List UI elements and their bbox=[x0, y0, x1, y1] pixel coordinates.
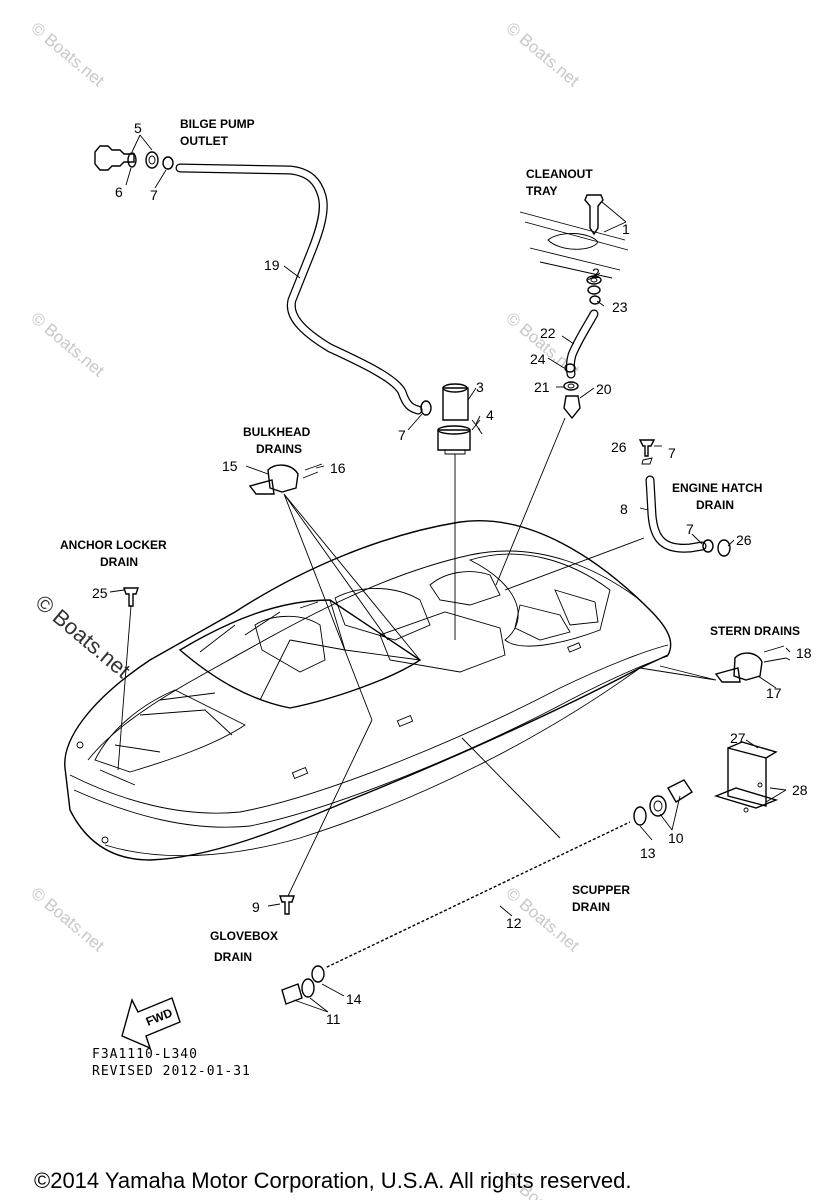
callout-8: 8 bbox=[620, 501, 628, 517]
callout-7: 7 bbox=[686, 521, 694, 537]
watermark-large: © Boats.net bbox=[31, 590, 135, 683]
bracket-assembly bbox=[713, 741, 779, 813]
callout-7: 7 bbox=[668, 445, 676, 461]
leader-lines bbox=[109, 134, 791, 1013]
callout-21: 21 bbox=[534, 379, 550, 395]
anchor-locker-drain-label-line1: ANCHOR LOCKER bbox=[60, 538, 167, 552]
watermark: © Boats.net bbox=[27, 884, 108, 956]
anchor-locker-drain-label-line2: DRAIN bbox=[100, 555, 138, 569]
callout-26: 26 bbox=[611, 439, 627, 455]
callout-28: 28 bbox=[792, 782, 808, 798]
engine-hatch-drain-assembly bbox=[638, 439, 731, 557]
bilge-pump-outlet-assembly bbox=[94, 145, 483, 455]
bilge-pump-outlet-label-line1: BILGE PUMP bbox=[180, 117, 255, 131]
watermark: © Boats.net bbox=[502, 19, 583, 91]
glovebox-drain-label-line1: GLOVEBOX bbox=[210, 929, 278, 943]
boat-hull bbox=[64, 520, 672, 861]
callout-numbers: 5 6 7 19 3 4 7 1 2 23 22 24 21 20 15 16 … bbox=[92, 120, 812, 1027]
forward-arrow-icon: FWD bbox=[121, 997, 181, 1050]
engine-hatch-drain-label-line2: DRAIN bbox=[696, 498, 734, 512]
bulkhead-drains-label-line1: BULKHEAD bbox=[243, 425, 311, 439]
callout-5: 5 bbox=[134, 120, 142, 136]
callout-11: 11 bbox=[326, 1011, 341, 1027]
drawing-code: F3A1110-L340 bbox=[92, 1047, 198, 1062]
cleanout-tray-label-line1: CLEANOUT bbox=[526, 167, 593, 181]
stern-drains-label: STERN DRAINS bbox=[710, 624, 800, 638]
callout-17: 17 bbox=[766, 685, 782, 701]
callout-2: 2 bbox=[592, 265, 600, 281]
cleanout-tray-assembly bbox=[519, 194, 629, 420]
scupper-drain-label-line1: SCUPPER bbox=[572, 883, 630, 897]
watermark-layer: © Boats.net © Boats.net © Boats.net © Bo… bbox=[27, 19, 583, 1200]
callout-6: 6 bbox=[115, 184, 123, 200]
callout-19: 19 bbox=[264, 257, 280, 273]
callout-9: 9 bbox=[252, 899, 260, 915]
callout-18: 18 bbox=[796, 645, 812, 661]
watermark: © Boats.net bbox=[27, 309, 108, 381]
callout-20: 20 bbox=[596, 381, 612, 397]
section-labels: BILGE PUMP OUTLET CLEANOUT TRAY BULKHEAD… bbox=[60, 117, 800, 964]
callout-14: 14 bbox=[346, 991, 362, 1007]
callout-1: 1 bbox=[622, 221, 630, 237]
callout-26: 26 bbox=[736, 532, 752, 548]
callout-27: 27 bbox=[730, 730, 746, 746]
stern-drain-assembly bbox=[714, 645, 787, 683]
scupper-drain-label-line2: DRAIN bbox=[572, 900, 610, 914]
revision-date: REVISED 2012-01-31 bbox=[92, 1064, 251, 1079]
watermark: © Boats.net bbox=[27, 19, 108, 91]
cleanout-tray-label-line2: TRAY bbox=[526, 184, 558, 198]
callout-4: 4 bbox=[486, 407, 494, 423]
callout-10: 10 bbox=[668, 830, 684, 846]
callout-24: 24 bbox=[530, 351, 546, 367]
bulkhead-drains-label-line2: DRAINS bbox=[256, 442, 302, 456]
callout-13: 13 bbox=[640, 845, 656, 861]
copyright-notice: ©2014 Yamaha Motor Corporation, U.S.A. A… bbox=[34, 1168, 631, 1193]
engine-hatch-drain-label-line1: ENGINE HATCH bbox=[672, 481, 762, 495]
bilge-pump-outlet-label-line2: OUTLET bbox=[180, 134, 229, 148]
callout-25: 25 bbox=[92, 585, 108, 601]
callout-22: 22 bbox=[540, 325, 556, 341]
glovebox-drain-label-line2: DRAIN bbox=[214, 950, 252, 964]
callout-7: 7 bbox=[150, 187, 158, 203]
callout-15: 15 bbox=[222, 458, 238, 474]
bulkhead-drain-assembly bbox=[248, 463, 323, 495]
callout-23: 23 bbox=[612, 299, 628, 315]
callout-7: 7 bbox=[398, 427, 406, 443]
small-fittings bbox=[123, 587, 295, 915]
scupper-drain-assembly bbox=[281, 779, 693, 1005]
callout-12: 12 bbox=[506, 915, 522, 931]
callout-16: 16 bbox=[330, 460, 346, 476]
fwd-label: FWD bbox=[144, 1005, 175, 1028]
callout-3: 3 bbox=[476, 379, 484, 395]
